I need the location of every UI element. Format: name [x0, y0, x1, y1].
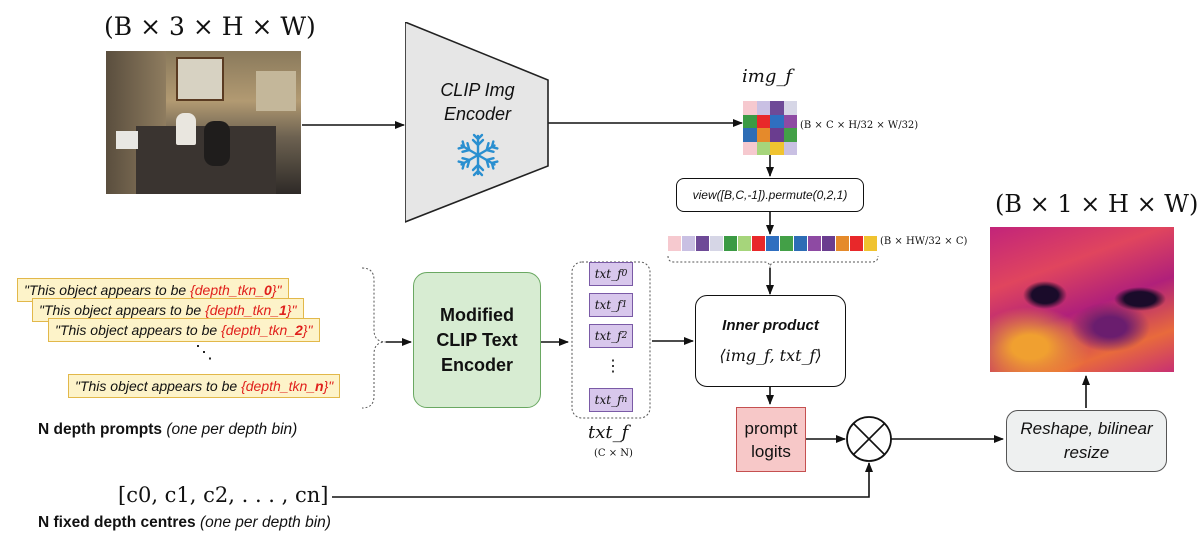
imgf-cell — [770, 114, 784, 128]
imgf-cell — [756, 141, 770, 155]
prompts-caption: N depth prompts (one per depth bin) — [38, 421, 298, 438]
flat-strip-cell — [682, 236, 696, 251]
flat-shape-label: (B × HW/32 × C) — [880, 236, 968, 247]
prompt-n: "This object appears to be {depth_tkn_n}… — [68, 374, 341, 398]
imgf-cell — [743, 114, 757, 128]
inner-product-title: Inner product — [722, 317, 819, 334]
prompts-brace — [361, 267, 387, 409]
flat-strip-cell — [808, 236, 822, 251]
imgf-cell — [770, 141, 784, 155]
prompt-logits-box: prompt logits — [736, 407, 806, 472]
image-encoder-line2: Encoder — [443, 104, 512, 124]
imgf-cell — [783, 114, 797, 128]
centres-caption: N fixed depth centres (one per depth bin… — [38, 514, 331, 531]
arrow-centres-to-multiply — [332, 462, 873, 498]
image-encoder-line1: CLIP Img — [440, 80, 515, 100]
imgf-label: img_f — [742, 66, 793, 87]
inner-product-formula: ⟨img_f, txt_f⟩ — [719, 346, 822, 365]
txtf-label: txt_f — [588, 422, 629, 443]
flat-strip-cell — [752, 236, 766, 251]
flat-strip-cell — [710, 236, 724, 251]
imgf-cell — [783, 141, 797, 155]
imgf-cell — [783, 101, 797, 115]
imgf-cell — [756, 114, 770, 128]
flat-strip-cell — [766, 236, 780, 251]
flat-strip-cell — [850, 236, 864, 251]
output-depth-map — [990, 227, 1174, 372]
flat-strip-cell — [864, 236, 878, 251]
clip-image-encoder — [405, 22, 549, 223]
imgf-grid — [743, 101, 797, 155]
flat-strip-cell — [822, 236, 836, 251]
imgf-cell — [770, 101, 784, 115]
imgf-cell — [756, 128, 770, 142]
flat-strip-cell — [696, 236, 710, 251]
clip-text-encoder: Modified CLIP Text Encoder — [413, 272, 541, 408]
imgf-cell — [770, 128, 784, 142]
inner-product-box: Inner product ⟨img_f, txt_f⟩ — [695, 295, 846, 387]
imgf-cell — [756, 101, 770, 115]
txtf-shape-label: (C × N) — [594, 448, 633, 459]
input-shape-label: (B × 3 × H × W) — [104, 12, 316, 41]
flat-strip-cell — [794, 236, 808, 251]
flat-strip-cell — [780, 236, 794, 251]
output-shape-label: (B × 1 × H × W) — [995, 190, 1199, 218]
flat-strip-cell — [836, 236, 850, 251]
imgf-shape-label: (B × C × H/32 × W/32) — [800, 120, 919, 131]
view-permute-op: view([B,C,-1]).permute(0,2,1) — [676, 178, 864, 212]
txtf-dots: ⋮ — [605, 358, 621, 375]
reshape-box: Reshape, bilinear resize — [1006, 410, 1167, 472]
centres-formula: [c0, c1, c2, . . . , cn] — [118, 483, 329, 507]
flat-strip-cell — [668, 236, 682, 251]
flat-strip-cell — [738, 236, 752, 251]
imgf-cell — [783, 128, 797, 142]
imgf-cell — [743, 141, 757, 155]
prompt-2: "This object appears to be {depth_tkn_2}… — [48, 318, 320, 342]
input-image — [106, 51, 301, 194]
snowflake-icon — [456, 133, 500, 177]
flat-feature-strip — [668, 236, 878, 251]
prompts-ellipsis: ⋱ — [195, 342, 213, 362]
imgf-cell — [743, 128, 757, 142]
strip-brace — [667, 255, 879, 269]
imgf-cell — [743, 101, 757, 115]
flat-strip-cell — [724, 236, 738, 251]
